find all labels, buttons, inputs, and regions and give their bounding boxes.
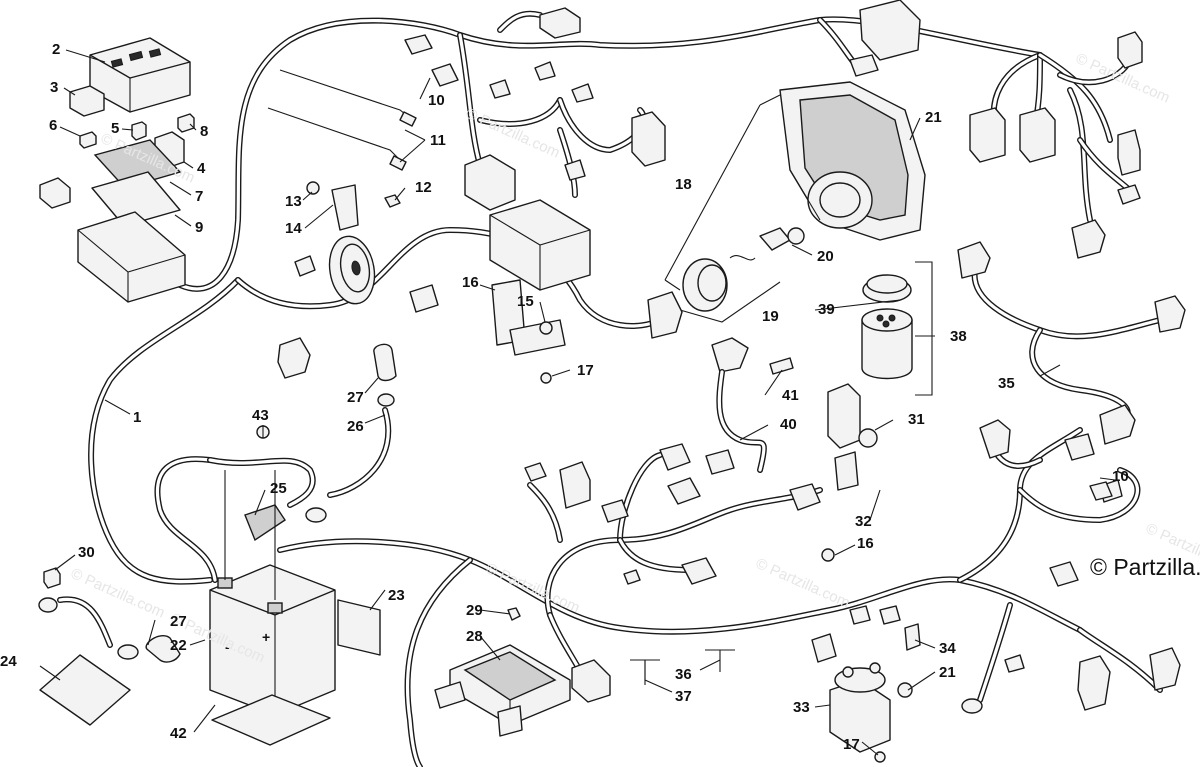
battery-cover-strap <box>337 599 381 656</box>
blade-fuse <box>177 113 195 133</box>
callout-21: 21 <box>925 109 942 126</box>
copyright-notice: © Partzilla.com <box>1090 554 1200 580</box>
battery-neg-terminal: - <box>225 639 230 655</box>
terminal-bolt <box>43 567 61 589</box>
callout-16: 16 <box>857 535 874 552</box>
callout-28: 28 <box>466 628 483 645</box>
relay-box <box>489 199 591 384</box>
callout-18: 18 <box>675 176 692 193</box>
callout-8: 8 <box>200 123 209 140</box>
callout-15: 15 <box>517 293 534 310</box>
bulb-socket-ring <box>682 258 728 312</box>
callout-24: 24 <box>0 653 17 670</box>
callout-32: 32 <box>855 513 872 530</box>
callout-30: 30 <box>78 544 95 561</box>
battery: - + <box>209 564 336 746</box>
callout-22: 22 <box>170 637 187 654</box>
callout-14: 14 <box>285 220 302 237</box>
harness-connectors <box>277 0 1186 714</box>
callout-38: 38 <box>950 328 967 345</box>
callout-21: 21 <box>939 664 956 681</box>
callout-10: 10 <box>428 92 445 109</box>
callout-5: 5 <box>111 120 120 137</box>
leader-lines <box>39 49 1116 756</box>
callout-20: 20 <box>817 248 834 265</box>
callout-17: 17 <box>843 736 860 753</box>
callout-35: 35 <box>998 375 1015 392</box>
hardware-kit <box>39 654 131 726</box>
bracket-19 <box>679 281 781 323</box>
regulator-plug <box>497 705 523 737</box>
callout-7: 7 <box>195 188 204 205</box>
speed-sensor <box>827 383 878 491</box>
callout-10: 10 <box>1112 468 1129 485</box>
callout-1: 1 <box>133 409 142 426</box>
callout-33: 33 <box>793 699 810 716</box>
small-fuse <box>79 131 97 149</box>
fuse-box-base <box>39 177 186 303</box>
fuse-box-cover <box>89 37 191 113</box>
upper-right-branch <box>990 52 1138 223</box>
horn <box>306 181 401 305</box>
callout-23: 23 <box>388 587 405 604</box>
callout-27: 27 <box>347 389 364 406</box>
callout-42: 42 <box>170 725 187 742</box>
callout-40: 40 <box>780 416 797 433</box>
callout-6: 6 <box>49 117 58 134</box>
callout-19: 19 <box>762 308 779 325</box>
callout-39: 39 <box>818 301 835 318</box>
cable-ties <box>267 69 417 171</box>
terminal-boots <box>145 343 397 663</box>
headlight-assembly <box>779 81 926 241</box>
callout-13: 13 <box>285 193 302 210</box>
bracket-38 <box>915 261 933 396</box>
callout-17: 17 <box>577 362 594 379</box>
headlight-bulb <box>729 227 805 261</box>
seal-frame <box>91 171 181 227</box>
starter-solenoid <box>821 548 921 763</box>
fuse <box>131 121 147 141</box>
callout-41: 41 <box>782 387 799 404</box>
callout-9: 9 <box>195 219 204 236</box>
ignition-switch <box>861 274 913 380</box>
callout-11: 11 <box>430 132 446 149</box>
callout-36: 36 <box>675 666 692 683</box>
voltage-regulator <box>449 607 571 726</box>
callout-4: 4 <box>197 160 206 177</box>
callout-12: 12 <box>415 179 432 196</box>
callout-26: 26 <box>347 418 364 435</box>
callout-37: 37 <box>675 688 692 705</box>
battery-cables <box>38 393 395 660</box>
callout-3: 3 <box>50 79 59 96</box>
top-sub-harness <box>457 10 863 198</box>
callout-25: 25 <box>270 480 287 497</box>
callout-31: 31 <box>908 411 925 428</box>
callout-34: 34 <box>939 640 956 657</box>
gasket <box>93 139 182 189</box>
battery-pos-terminal: + <box>262 629 270 645</box>
relay-block <box>69 85 105 117</box>
terminal-boot <box>244 504 286 542</box>
regulator-connector <box>434 681 466 709</box>
bracket-18 <box>664 94 781 291</box>
temperature-sensor <box>711 337 794 473</box>
callout-27: 27 <box>170 613 187 630</box>
callout-16: 16 <box>462 274 479 291</box>
callout-43: 43 <box>252 407 269 424</box>
callout-2: 2 <box>52 41 61 58</box>
callout-29: 29 <box>466 602 483 619</box>
